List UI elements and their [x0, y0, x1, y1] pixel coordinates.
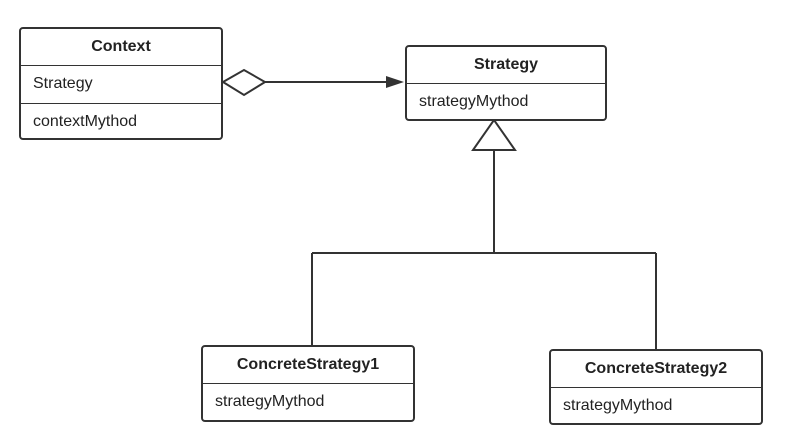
concrete-strategy-1-class[interactable]: ConcreteStrategy1 strategyMythod — [201, 345, 415, 422]
context-attribute: Strategy — [33, 75, 93, 92]
context-class[interactable]: Context Strategy contextMythod — [19, 27, 223, 140]
strategy-class[interactable]: Strategy strategyMythod — [405, 45, 607, 121]
aggregation-connector — [221, 68, 404, 97]
inheritance-triangle — [471, 118, 517, 151]
strategy-class-name: Strategy — [407, 47, 605, 84]
concrete-strategy-2-method: strategyMythod — [563, 397, 673, 414]
concrete-strategy-1-name: ConcreteStrategy1 — [203, 347, 413, 384]
context-class-name: Context — [21, 29, 221, 66]
concrete-strategy-1-method: strategyMythod — [215, 393, 325, 410]
strategy-method: strategyMythod — [419, 93, 529, 110]
generalization-connector — [311, 118, 657, 350]
aggregation-arrowhead — [386, 76, 404, 88]
concrete-strategy-2-class[interactable]: ConcreteStrategy2 strategyMythod — [549, 349, 763, 425]
concrete-strategy-2-name: ConcreteStrategy2 — [551, 351, 761, 388]
context-method: contextMythod — [21, 103, 221, 138]
aggregation-diamond — [221, 68, 267, 97]
